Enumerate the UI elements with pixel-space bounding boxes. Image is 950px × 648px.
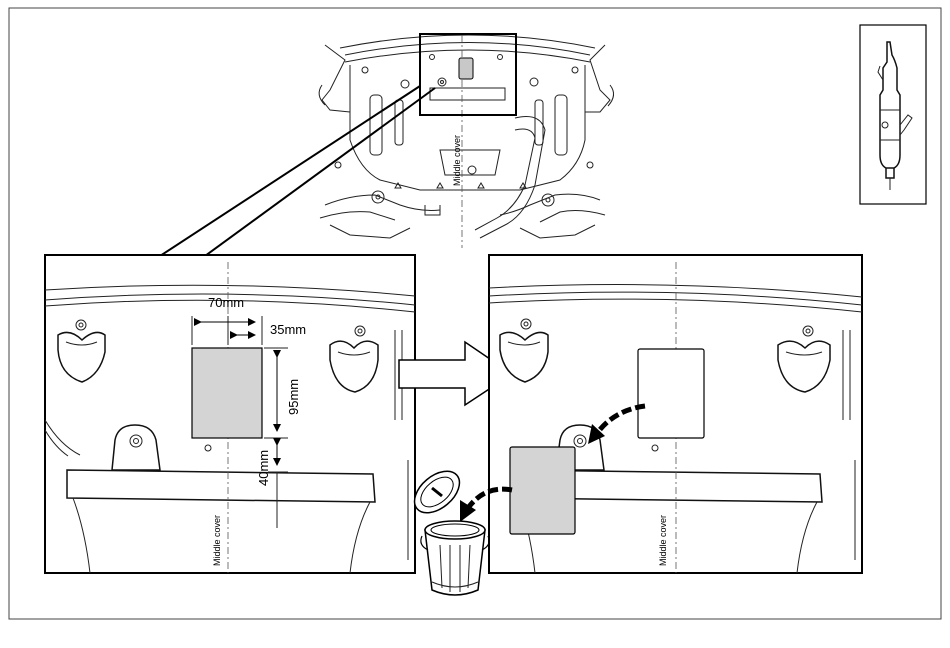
removed-panel bbox=[510, 447, 575, 534]
trash-bin-icon bbox=[407, 463, 489, 595]
opening-after-removal bbox=[638, 349, 704, 438]
middle-cover-label-top: Middle cover bbox=[452, 135, 462, 186]
service-panel-small bbox=[459, 58, 473, 79]
detail-panel-left: Middle cover 70mm 35mm 95mm 40mm bbox=[45, 255, 415, 573]
zoom-line-right bbox=[205, 88, 435, 256]
middle-cover-label-right: Middle cover bbox=[658, 515, 668, 566]
dim-offset-label: 40mm bbox=[256, 450, 271, 486]
dim-width-label: 70mm bbox=[208, 295, 244, 310]
detail-panel-right: Middle cover bbox=[489, 255, 862, 573]
dim-half-width-label: 35mm bbox=[270, 322, 306, 337]
cutout-area-marked bbox=[192, 348, 262, 438]
dim-height-label: 95mm bbox=[286, 379, 301, 415]
air-cutter-tool-icon bbox=[860, 25, 926, 204]
middle-cover-label-left: Middle cover bbox=[212, 515, 222, 566]
zoom-line-left bbox=[160, 86, 420, 256]
